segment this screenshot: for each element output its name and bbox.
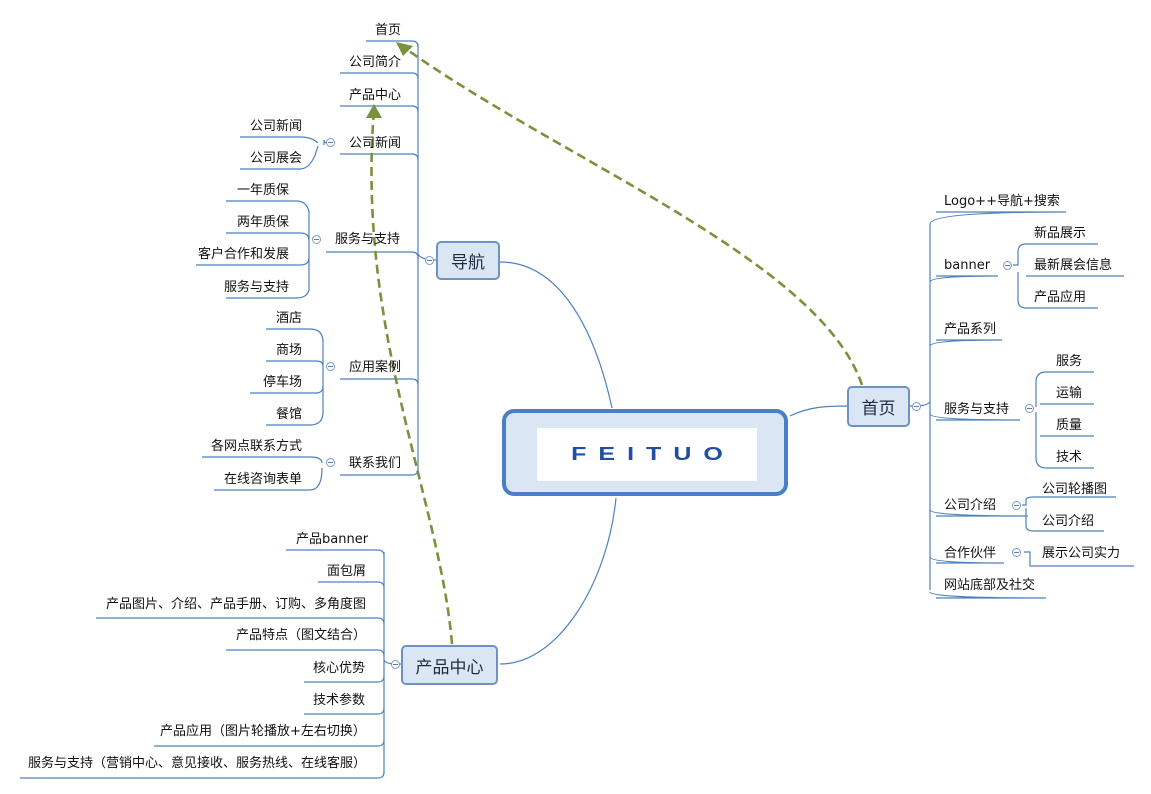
collapse-toggle-nav[interactable] (425, 256, 434, 265)
home-intro-child[interactable]: 公司介绍 (1042, 514, 1095, 529)
product-item[interactable]: 产品特点（图文结合） (236, 628, 367, 643)
product-item[interactable]: 产品banner (296, 532, 369, 547)
nav-service-child[interactable]: 一年质保 (237, 183, 290, 198)
product-item[interactable]: 核心优势 (313, 661, 366, 676)
home-banner[interactable]: banner (944, 258, 991, 273)
hub-home[interactable]: 首页 (847, 386, 910, 427)
nav-service[interactable]: 服务与支持 (335, 232, 401, 247)
collapse-toggle-news[interactable] (326, 138, 335, 147)
home-partner[interactable]: 合作伙伴 (944, 546, 997, 561)
home-service[interactable]: 服务与支持 (944, 402, 1010, 417)
nav-contact-child[interactable]: 各网点联系方式 (211, 439, 303, 454)
hub-home-label: 首页 (861, 399, 896, 419)
home-banner-child[interactable]: 最新展会信息 (1034, 258, 1113, 273)
home-service-child[interactable]: 服务 (1056, 354, 1083, 369)
nav-service-child[interactable]: 两年质保 (237, 215, 290, 230)
nav-news[interactable]: 公司新闻 (349, 136, 402, 151)
logo-text: FEITUO (571, 443, 735, 465)
collapse-toggle-contact[interactable] (326, 458, 335, 467)
collapse-toggle-home[interactable] (912, 402, 921, 411)
product-item[interactable]: 产品应用（图片轮播放+左右切换） (160, 724, 366, 739)
home-logo-nav[interactable]: Logo++导航+搜索 (944, 194, 1060, 209)
nav-cases-child[interactable]: 商场 (276, 343, 303, 358)
product-item[interactable]: 技术参数 (313, 693, 366, 708)
collapse-toggle-banner[interactable] (1003, 261, 1012, 270)
collapse-toggle-intro[interactable] (1012, 501, 1021, 510)
home-banner-child[interactable]: 产品应用 (1034, 290, 1087, 305)
home-intro[interactable]: 公司介绍 (944, 498, 997, 513)
home-service-child[interactable]: 技术 (1056, 450, 1083, 465)
nav-contact[interactable]: 联系我们 (349, 456, 402, 471)
collapse-toggle-product[interactable] (391, 660, 400, 669)
nav-cases-child[interactable]: 酒店 (276, 311, 303, 326)
central-logo-node[interactable]: FEITUO (502, 409, 788, 496)
hub-product[interactable]: 产品中心 (401, 645, 498, 685)
nav-home[interactable]: 首页 (375, 23, 402, 38)
nav-contact-child[interactable]: 在线咨询表单 (224, 472, 303, 487)
home-banner-child[interactable]: 新品展示 (1034, 226, 1087, 241)
nav-news-child[interactable]: 公司新闻 (250, 119, 303, 134)
nav-cases-child[interactable]: 餐馆 (276, 407, 303, 422)
home-intro-child[interactable]: 公司轮播图 (1042, 482, 1108, 497)
nav-products[interactable]: 产品中心 (349, 88, 402, 103)
collapse-toggle-cases[interactable] (326, 362, 335, 371)
nav-cases-child[interactable]: 停车场 (263, 375, 303, 390)
hub-nav[interactable]: 导航 (436, 241, 500, 280)
product-item[interactable]: 产品图片、介绍、产品手册、订购、多角度图 (106, 597, 367, 612)
home-service-child[interactable]: 质量 (1056, 418, 1083, 433)
home-service-child[interactable]: 运输 (1056, 386, 1083, 401)
home-partner-child[interactable]: 展示公司实力 (1042, 546, 1121, 561)
feituo-logo: FEITUO (537, 428, 757, 481)
nav-news-child[interactable]: 公司展会 (250, 151, 303, 166)
home-footer[interactable]: 网站底部及社交 (944, 578, 1036, 593)
collapse-toggle-partner[interactable] (1012, 548, 1021, 557)
hub-product-label: 产品中心 (415, 657, 484, 678)
hub-nav-label: 导航 (451, 253, 485, 273)
nav-cases[interactable]: 应用案例 (349, 360, 402, 375)
nav-service-child[interactable]: 客户合作和发展 (198, 247, 290, 262)
home-series[interactable]: 产品系列 (944, 322, 997, 337)
nav-about[interactable]: 公司简介 (349, 55, 402, 70)
nav-service-child[interactable]: 服务与支持 (224, 280, 290, 295)
collapse-toggle-nav-service[interactable] (312, 235, 321, 244)
product-item[interactable]: 面包屑 (327, 564, 367, 579)
collapse-toggle-home-service[interactable] (1025, 404, 1034, 413)
product-item[interactable]: 服务与支持（营销中心、意见接收、服务热线、在线客服） (28, 756, 367, 771)
